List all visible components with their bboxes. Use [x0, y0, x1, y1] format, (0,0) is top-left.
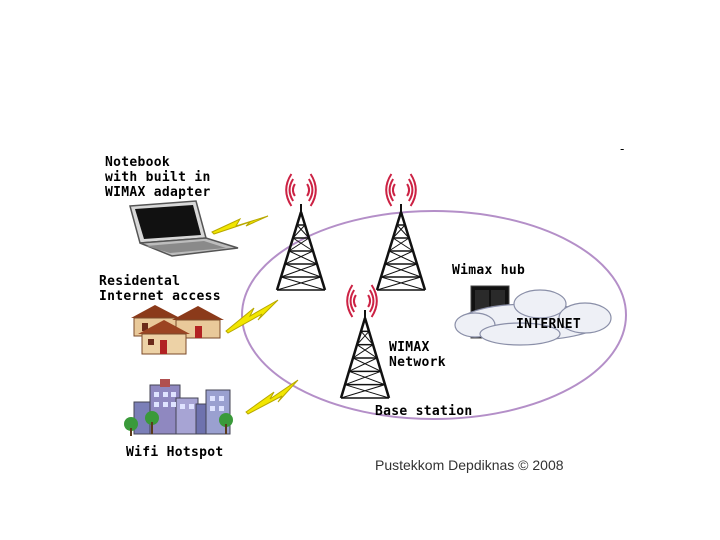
wimax-network-label: WIMAX Network — [389, 340, 446, 370]
signal-arc — [285, 173, 293, 207]
signal-arc — [352, 294, 357, 308]
tower-icon — [275, 204, 327, 291]
base-station-label: Base station — [375, 404, 473, 419]
signal-waves-icon — [285, 173, 417, 318]
signal-arc — [309, 173, 317, 207]
signal-arc — [406, 183, 411, 197]
notebook-icon — [129, 200, 239, 257]
lightning-bolt-icon — [211, 215, 269, 235]
internet-cloud-icon — [454, 289, 612, 346]
credit-text: Pustekkom Depdiknas © 2008 — [375, 457, 564, 473]
signal-arc — [291, 183, 296, 197]
lightning-bolt-icon — [245, 379, 299, 415]
signal-arc — [368, 289, 375, 313]
wifi-hotspot-label: Wifi Hotspot — [126, 445, 224, 460]
signal-arc — [407, 178, 414, 202]
signal-arc — [391, 183, 396, 197]
signal-arc — [370, 284, 378, 318]
residential-houses-icon — [131, 305, 224, 355]
notebook-label: Notebook with built in WIMAX adapter — [105, 155, 211, 200]
signal-arc — [306, 183, 311, 197]
residential-label: Residental Internet access — [99, 274, 221, 304]
corner-mark: - — [620, 142, 625, 156]
signal-arc — [288, 178, 295, 202]
wimax-hub-label: Wimax hub — [452, 263, 526, 278]
tower-icon — [375, 204, 427, 291]
signal-arc — [409, 173, 417, 207]
internet-label: INTERNET — [516, 317, 582, 332]
signal-arc — [346, 284, 354, 318]
signal-arc — [385, 173, 393, 207]
wifi-hotspot-buildings-icon — [124, 379, 233, 436]
signal-arc — [349, 289, 356, 313]
signal-arc — [307, 178, 314, 202]
signal-arc — [367, 294, 372, 308]
base-station-tower-icon — [339, 310, 391, 399]
network-ellipse — [241, 210, 627, 420]
lightning-bolt-icon — [225, 299, 279, 334]
signal-arc — [388, 178, 395, 202]
